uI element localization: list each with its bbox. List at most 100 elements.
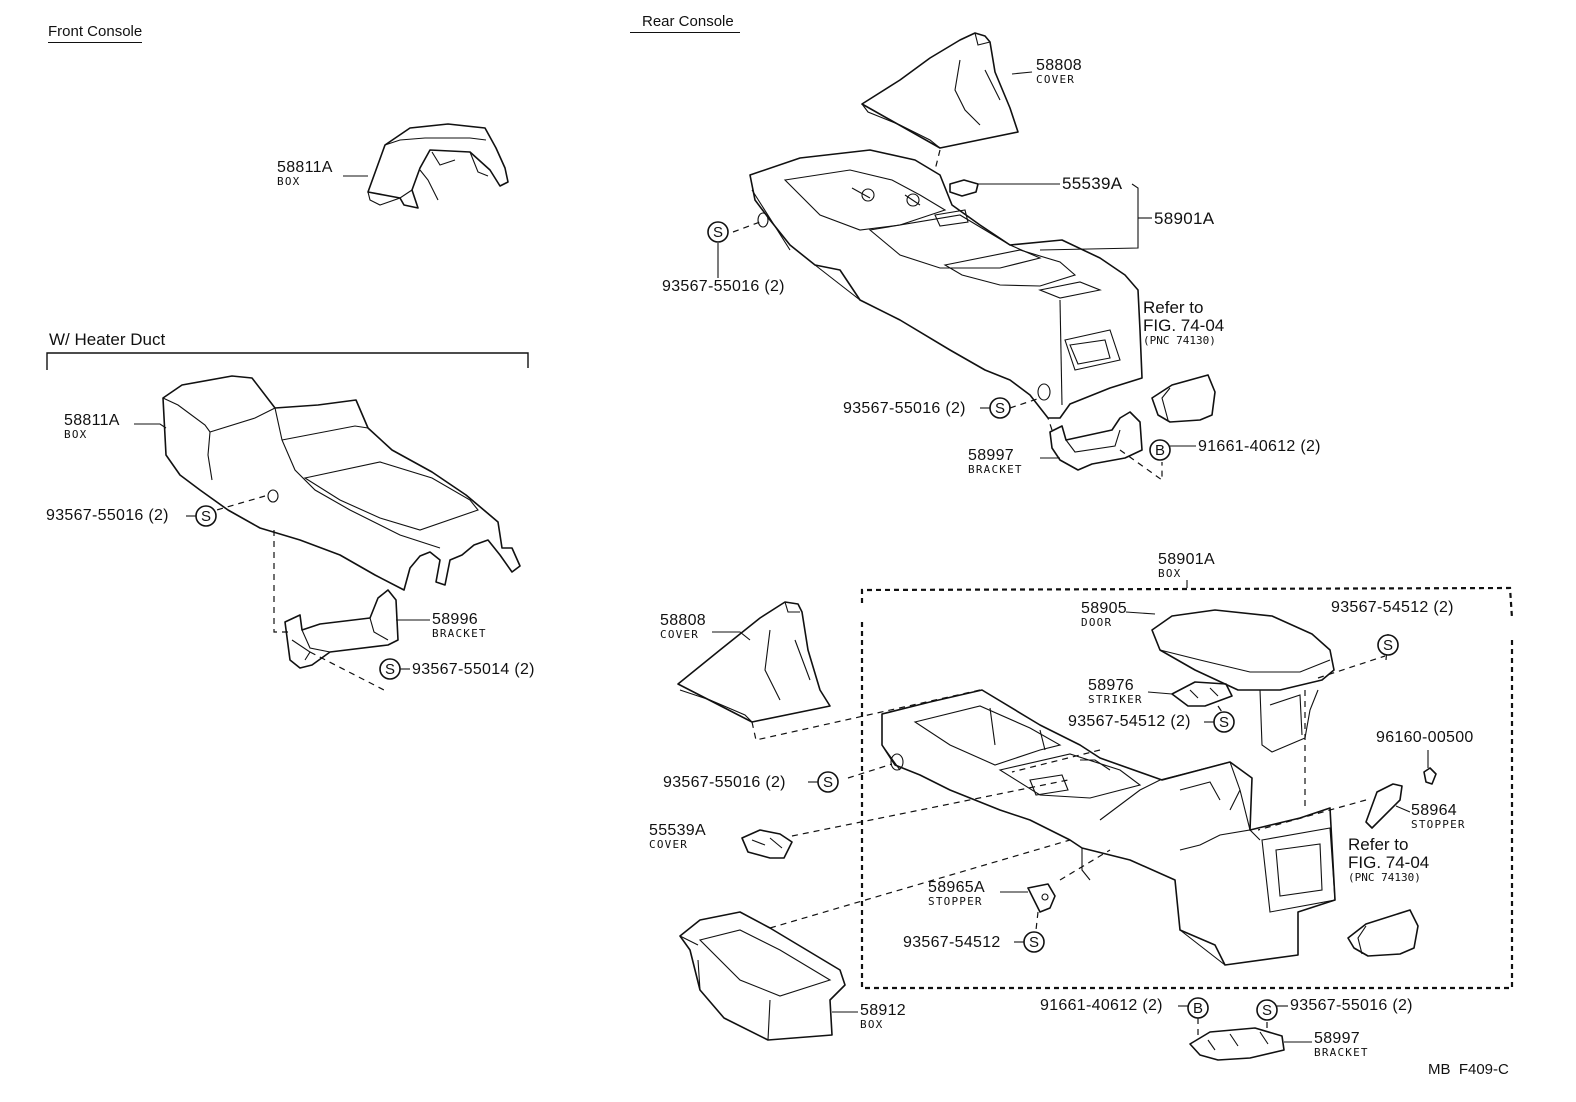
leader-stopper-58964 bbox=[1257, 799, 1367, 831]
leader-rear-screw-2 bbox=[1009, 397, 1041, 409]
fastener-stopper-screw: 93567-54512 bbox=[903, 934, 1001, 951]
part-number: 58964 bbox=[1411, 802, 1457, 819]
rear-console-top-drawing bbox=[749, 149, 1143, 419]
part-55539A-bottom: 55539A COVER bbox=[649, 822, 706, 851]
box-58912-drawing bbox=[679, 911, 846, 1041]
part-58808-top: 58808 COVER bbox=[1036, 57, 1082, 86]
badge-s-bottom-4: S bbox=[1023, 931, 1045, 953]
leader-inner-1 bbox=[1011, 749, 1101, 773]
part-58811A-heater: 58811A BOX bbox=[64, 413, 120, 441]
cover-55539A-top-drawing bbox=[949, 179, 979, 197]
clip-96160-drawing bbox=[1423, 767, 1437, 785]
badge-b-rear-1: B bbox=[1149, 439, 1171, 461]
leader-58965A-screw bbox=[1035, 911, 1039, 931]
leader-rear-screw-1 bbox=[732, 221, 761, 233]
part-number: 58905 bbox=[1081, 600, 1127, 617]
reference-pnc: (PNC 74130) bbox=[1143, 333, 1216, 347]
section-front-console: Front Console bbox=[48, 24, 143, 43]
rear-console-bottom-drawing bbox=[881, 689, 1336, 966]
stopper-58964-drawing bbox=[1365, 783, 1403, 829]
fastener-heater-bracket-screw: 93567-55014 (2) bbox=[412, 661, 535, 678]
fastener-door-screw: 93567-54512 (2) bbox=[1331, 599, 1454, 616]
leader-58965A-box bbox=[1059, 849, 1111, 881]
part-58901A-top: 58901A bbox=[1154, 209, 1215, 228]
bracket-58996-drawing bbox=[284, 589, 399, 669]
striker-58976-drawing bbox=[1171, 681, 1233, 707]
figure-code: MB F409-C bbox=[1428, 1061, 1509, 1078]
svg-text:S: S bbox=[713, 224, 723, 241]
bracket-58997-bottom-drawing bbox=[1189, 1027, 1285, 1061]
svg-text:S: S bbox=[1383, 637, 1393, 654]
part-58997-top: 58997 BRACKET bbox=[968, 447, 1023, 476]
part-number: 58808 bbox=[1036, 57, 1082, 74]
leader-58808-top bbox=[1011, 71, 1033, 75]
leader-58808-bottom bbox=[712, 631, 751, 641]
leader-heater-bracket-screw bbox=[309, 651, 385, 691]
badge-b-bottom-1: B bbox=[1187, 997, 1209, 1019]
bracket-58997-top-drawing bbox=[1049, 411, 1143, 471]
heater-duct-bracket-line bbox=[46, 352, 529, 370]
fastener-bracket-screw: 93567-55016 (2) bbox=[1290, 997, 1413, 1014]
stopper-58965A-drawing bbox=[1027, 883, 1056, 913]
part-name: COVER bbox=[660, 628, 700, 641]
part-58905: 58905 DOOR bbox=[1081, 600, 1127, 629]
shift-cover-bottom-drawing bbox=[677, 601, 831, 723]
part-96160-00500: 96160-00500 bbox=[1376, 729, 1474, 746]
part-number: 58808 bbox=[660, 612, 706, 629]
part-number: 58997 bbox=[1314, 1030, 1360, 1047]
part-number: 58976 bbox=[1088, 677, 1134, 694]
part-name: STOPPER bbox=[928, 895, 983, 908]
svg-text:S: S bbox=[823, 774, 833, 791]
leader-door-screw bbox=[1317, 655, 1386, 679]
leader-heater-box-bracket bbox=[273, 530, 290, 633]
heater-duct-box-drawing bbox=[162, 375, 521, 591]
part-number: 58965A bbox=[928, 879, 985, 896]
part-name: BRACKET bbox=[1314, 1046, 1369, 1059]
fastener-heater-screw: 93567-55016 (2) bbox=[46, 507, 169, 524]
leader-bottom-screw-1 bbox=[847, 763, 893, 779]
part-58997-bottom: 58997 BRACKET bbox=[1314, 1030, 1369, 1059]
shift-cover-top-drawing bbox=[861, 32, 1019, 149]
part-58811A-top: 58811A BOX bbox=[277, 159, 333, 188]
trim-cap-bottom-drawing bbox=[1347, 909, 1419, 957]
part-number: 58811A bbox=[277, 159, 333, 176]
part-number: 55539A bbox=[649, 822, 706, 839]
badge-s-heater-1: S bbox=[195, 505, 217, 527]
leader-cover-top bbox=[934, 149, 941, 171]
badge-s-rear-2: S bbox=[989, 397, 1011, 419]
part-name: BOX bbox=[1158, 567, 1182, 580]
section-heater-duct: W/ Heater Duct bbox=[49, 330, 166, 349]
part-name: STOPPER bbox=[1411, 818, 1466, 831]
part-55539A-top: 55539A bbox=[1062, 174, 1123, 193]
fastener-rear-screw-2: 93567-55016 (2) bbox=[843, 400, 966, 417]
badge-s-bottom-2: S bbox=[1213, 711, 1235, 733]
svg-text:S: S bbox=[1219, 714, 1229, 731]
reference-line-1: Refer to bbox=[1348, 835, 1409, 854]
leader-bracket-top-up bbox=[1047, 417, 1053, 431]
part-58808-bottom: 58808 COVER bbox=[660, 612, 706, 641]
fastener-bottom-bolt: 91661-40612 (2) bbox=[1040, 997, 1163, 1014]
part-name: BRACKET bbox=[968, 463, 1023, 476]
trim-cap-top-drawing bbox=[1151, 374, 1216, 423]
part-name: STRIKER bbox=[1088, 693, 1143, 706]
svg-text:S: S bbox=[385, 661, 395, 678]
front-console-box-drawing bbox=[367, 123, 509, 209]
badge-s-bottom-3: S bbox=[817, 771, 839, 793]
part-number: 58997 bbox=[968, 447, 1014, 464]
svg-text:S: S bbox=[995, 400, 1005, 417]
reference-bottom: Refer to FIG. 74-04 (PNC 74130) bbox=[1348, 836, 1429, 883]
part-name: BOX bbox=[64, 428, 88, 441]
part-58976: 58976 STRIKER bbox=[1088, 677, 1143, 706]
part-58965A: 58965A STOPPER bbox=[928, 879, 985, 908]
fastener-rear-bolt: 91661-40612 (2) bbox=[1198, 438, 1321, 455]
part-name: COVER bbox=[649, 838, 689, 851]
part-name: BOX bbox=[277, 175, 301, 188]
reference-figure: FIG. 74-04 bbox=[1348, 852, 1430, 872]
badge-s-bottom-5: S bbox=[1256, 999, 1278, 1021]
box-58901A-outline-top bbox=[860, 586, 1514, 619]
part-number: 58901A bbox=[1158, 551, 1215, 568]
reference-line-1: Refer to bbox=[1143, 298, 1204, 317]
fastener-bottom-screw: 93567-55016 (2) bbox=[663, 774, 786, 791]
